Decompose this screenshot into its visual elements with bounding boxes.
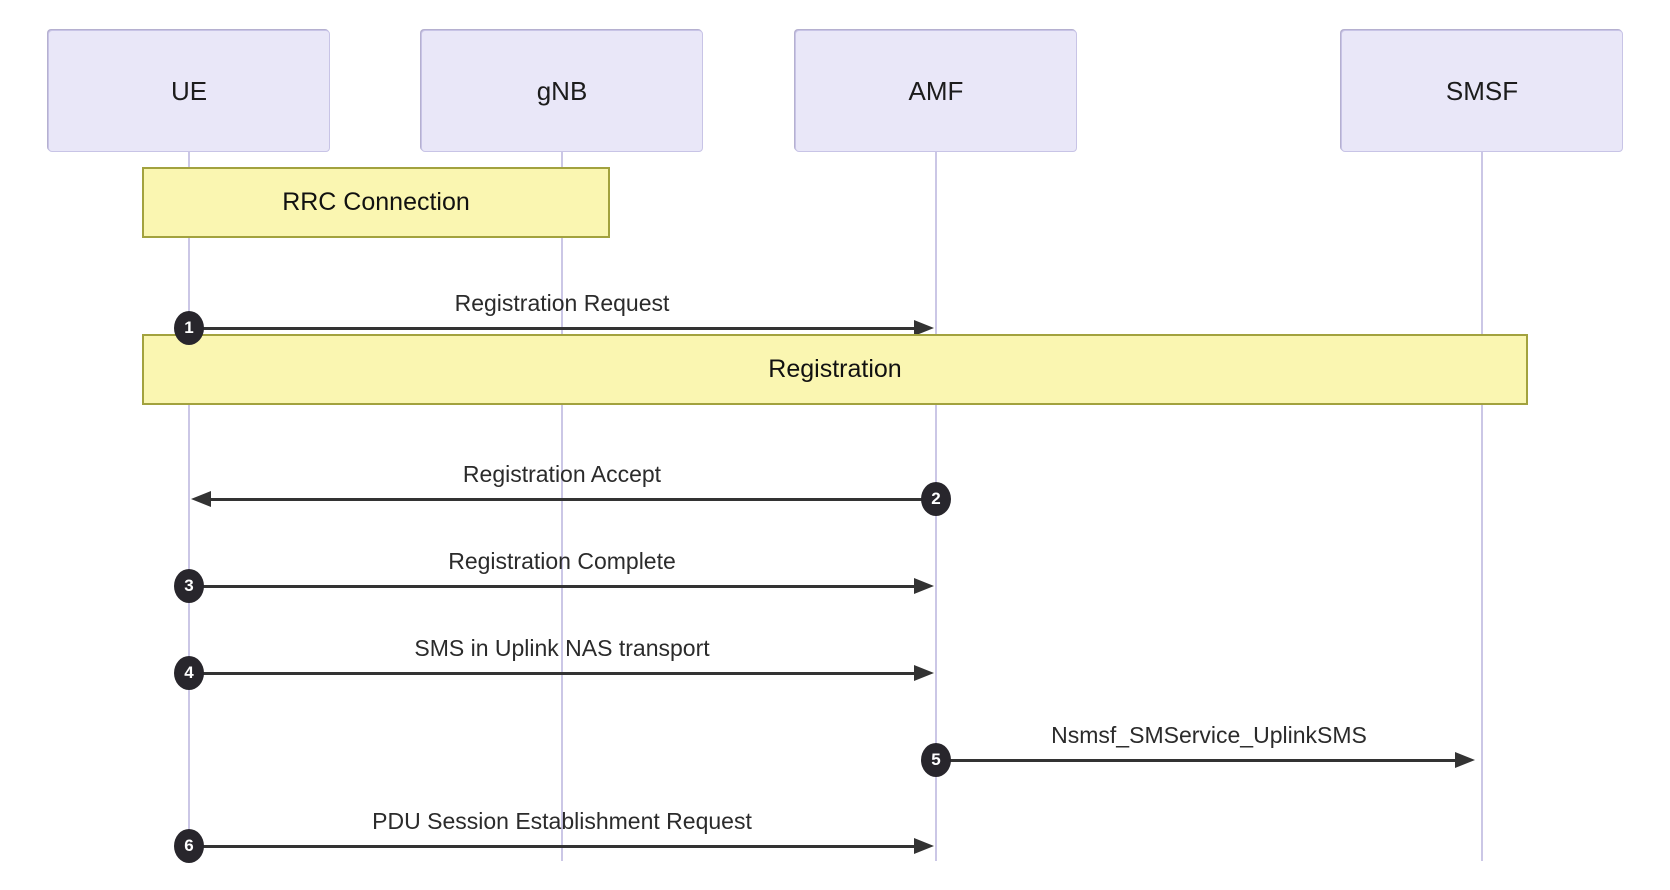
arrowhead-right-icon bbox=[914, 320, 934, 336]
seq-badge-4: 4 bbox=[174, 656, 204, 690]
seq-badge-1: 1 bbox=[174, 311, 204, 345]
message-label-registration-complete: Registration Complete bbox=[448, 548, 676, 574]
note-registration-label: Registration bbox=[768, 355, 902, 383]
lifeline-gnb bbox=[561, 152, 563, 861]
actor-label-ue: UE bbox=[170, 75, 208, 106]
arrowhead-right-icon bbox=[914, 578, 934, 594]
message-label-registration-request: Registration Request bbox=[454, 290, 670, 316]
arrowhead-right-icon bbox=[1455, 752, 1475, 768]
arrowhead-right-icon bbox=[914, 665, 934, 681]
arrowhead-right-icon bbox=[914, 838, 934, 854]
seq-badge-5: 5 bbox=[921, 743, 951, 777]
message-line-registration-complete bbox=[189, 585, 917, 588]
message-label-sms-uplink-nas: SMS in Uplink NAS transport bbox=[414, 635, 710, 661]
message-line-registration-accept bbox=[208, 498, 936, 501]
message-label-nsmsf-smservice: Nsmsf_SMService_UplinkSMS bbox=[1051, 722, 1367, 748]
seq-badge-2: 2 bbox=[921, 482, 951, 516]
arrowhead-left-icon bbox=[191, 491, 211, 507]
note-rrc-connection-label: RRC Connection bbox=[282, 188, 470, 216]
message-label-registration-accept: Registration Accept bbox=[462, 461, 662, 487]
note-registration: Registration bbox=[142, 334, 1528, 405]
actor-label-smsf: SMSF bbox=[1445, 75, 1519, 106]
actor-label-amf: AMF bbox=[908, 75, 964, 106]
actor-box-amf: AMF bbox=[795, 30, 1077, 152]
actor-box-smsf: SMSF bbox=[1341, 30, 1623, 152]
actor-label-gnb: gNB bbox=[536, 75, 588, 106]
message-label-pdu-session-request: PDU Session Establishment Request bbox=[372, 808, 752, 834]
actor-box-gnb: gNB bbox=[421, 30, 703, 152]
message-line-registration-request bbox=[189, 327, 917, 330]
actor-box-ue: UE bbox=[48, 30, 330, 152]
message-line-pdu-session-request bbox=[189, 845, 917, 848]
lifeline-smsf bbox=[1481, 152, 1483, 861]
seq-badge-6: 6 bbox=[174, 829, 204, 863]
note-rrc-connection: RRC Connection bbox=[142, 167, 610, 238]
lifeline-ue bbox=[188, 152, 190, 861]
seq-badge-3: 3 bbox=[174, 569, 204, 603]
message-line-sms-uplink-nas bbox=[189, 672, 917, 675]
message-line-nsmsf-smservice bbox=[936, 759, 1458, 762]
